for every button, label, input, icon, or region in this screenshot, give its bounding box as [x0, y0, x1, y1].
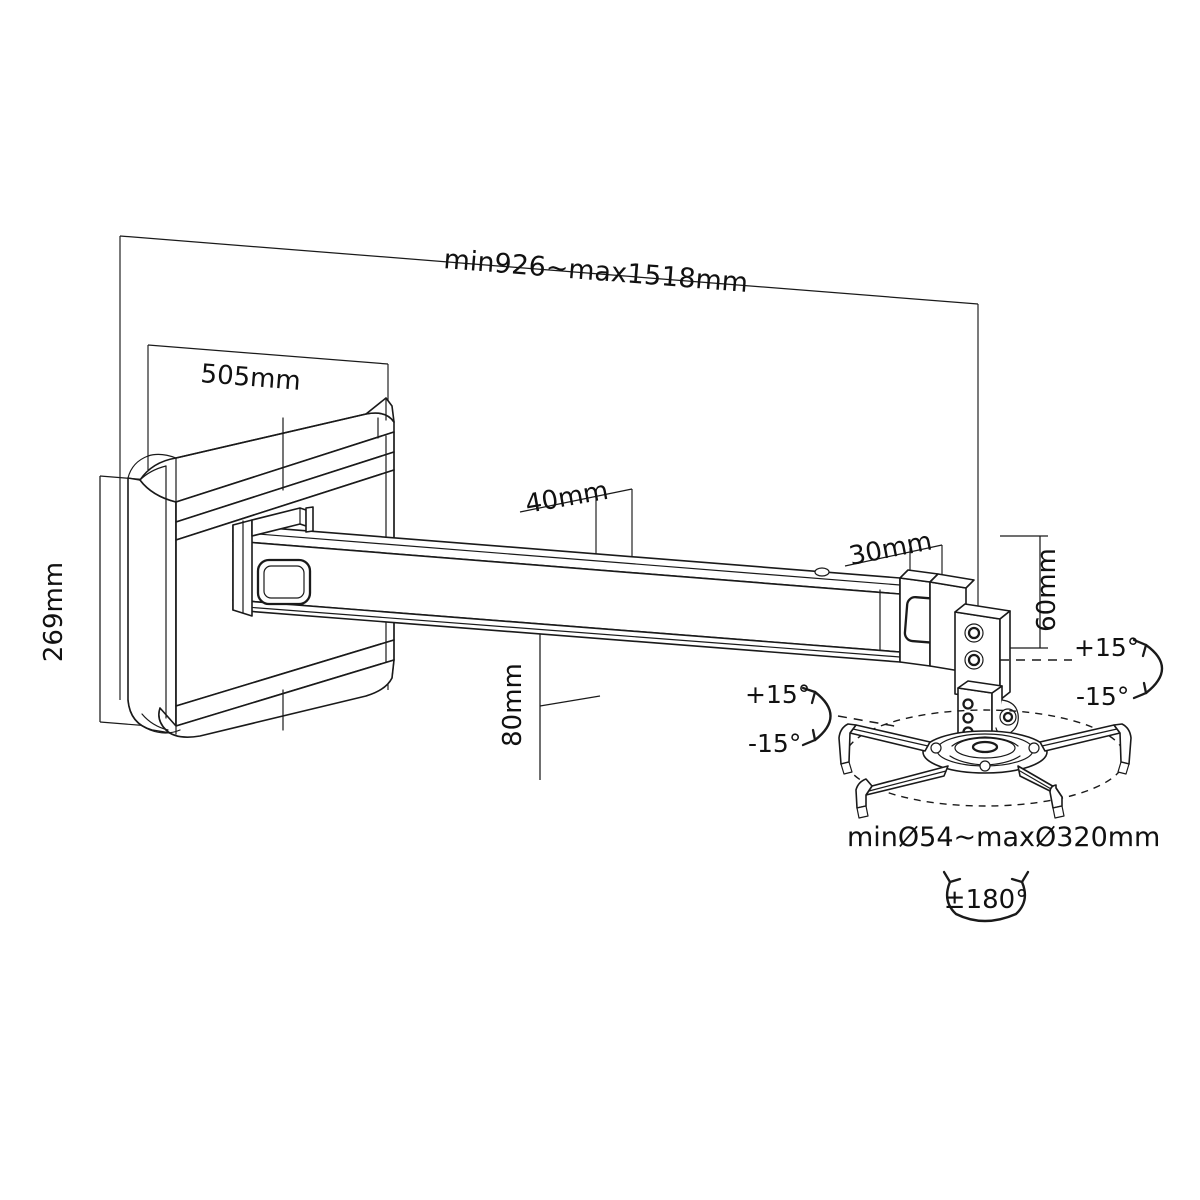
- spider-arm-front-right: [1017, 765, 1065, 819]
- tilt-indicator-upper-right: [1000, 638, 1164, 700]
- label-head-height: 60mm: [1032, 548, 1062, 632]
- swivel-indicator: [942, 870, 1030, 923]
- label-tilt-lower-plus: +15°: [745, 680, 810, 709]
- spider-arm-back-right: [1039, 723, 1132, 775]
- extension-arm: [232, 506, 901, 663]
- arm-cable-port: [256, 558, 312, 606]
- label-spider-range: minØ54~maxØ320mm: [847, 822, 1160, 853]
- label-tilt-upper-minus: -15°: [1076, 682, 1129, 711]
- label-overall-extension: min926~max1518mm: [442, 244, 749, 299]
- spider-arm-front-left: [855, 765, 949, 819]
- label-arm-width: 40mm: [523, 476, 611, 520]
- telescoping-head: [899, 569, 975, 673]
- label-arm-height: 80mm: [498, 663, 528, 747]
- label-head-width: 30mm: [847, 526, 935, 571]
- dimension-overall-extension: [119, 235, 979, 700]
- label-plate-width: 505mm: [199, 359, 301, 397]
- pivot-bolts: [964, 623, 984, 670]
- spider-arm-back-left: [838, 723, 931, 775]
- projector-mount-spider: [838, 723, 1132, 819]
- label-tilt-upper-plus: +15°: [1074, 633, 1139, 662]
- tilt-indicator-lower-left: [801, 686, 901, 747]
- label-swivel-angle: ±180°: [944, 885, 1028, 915]
- label-plate-height: 269mm: [39, 562, 69, 662]
- label-tilt-lower-minus: -15°: [748, 729, 801, 758]
